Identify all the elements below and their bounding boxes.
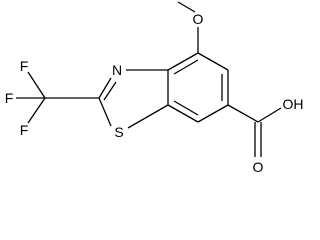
bond-sulfur-to-c7a [127, 104, 169, 129]
atom-label-thiazole-nitrogen: N [112, 62, 122, 78]
atom-label-fluorine-left: F [5, 90, 14, 106]
bond-cf3-to-fluorine-bottom [27, 97, 46, 124]
bond-ring-c6-c7 [197, 104, 229, 123]
bond-ring-c7-c7a [167, 104, 199, 123]
bond-nitrogen-to-c2-double [98, 77, 112, 99]
atom-label-fluorine-top: F [20, 58, 29, 74]
atom-label-carbonyl-oxygen: O [253, 159, 264, 175]
bond-ring-c7-c7a-inner [173, 100, 199, 116]
molecular-structure-diagram: O N S F F F O OH [5, 1, 304, 175]
bond-c2-to-sulfur [98, 97, 112, 127]
bond-nitrogen-to-c2-double-inner [103, 81, 117, 101]
bond-ring-c3a-c4 [167, 52, 199, 71]
bond-cf3-to-fluorine-top [27, 71, 46, 99]
bond-carboxyl-carbon-to-hydroxyl [257, 107, 282, 123]
bond-ring-c4-c5 [197, 52, 229, 71]
atom-label-hydroxyl: OH [283, 96, 304, 112]
atom-label-methoxy-oxygen: O [193, 11, 204, 27]
atom-label-fluorine-bottom: F [20, 122, 29, 138]
atom-label-thiazole-sulfur: S [114, 124, 123, 140]
bond-methyl-to-methoxy-oxygen [177, 1, 196, 13]
bond-ring-to-carboxyl-carbon [227, 104, 259, 123]
bond-ring-c3a-c4-inner [173, 59, 199, 75]
